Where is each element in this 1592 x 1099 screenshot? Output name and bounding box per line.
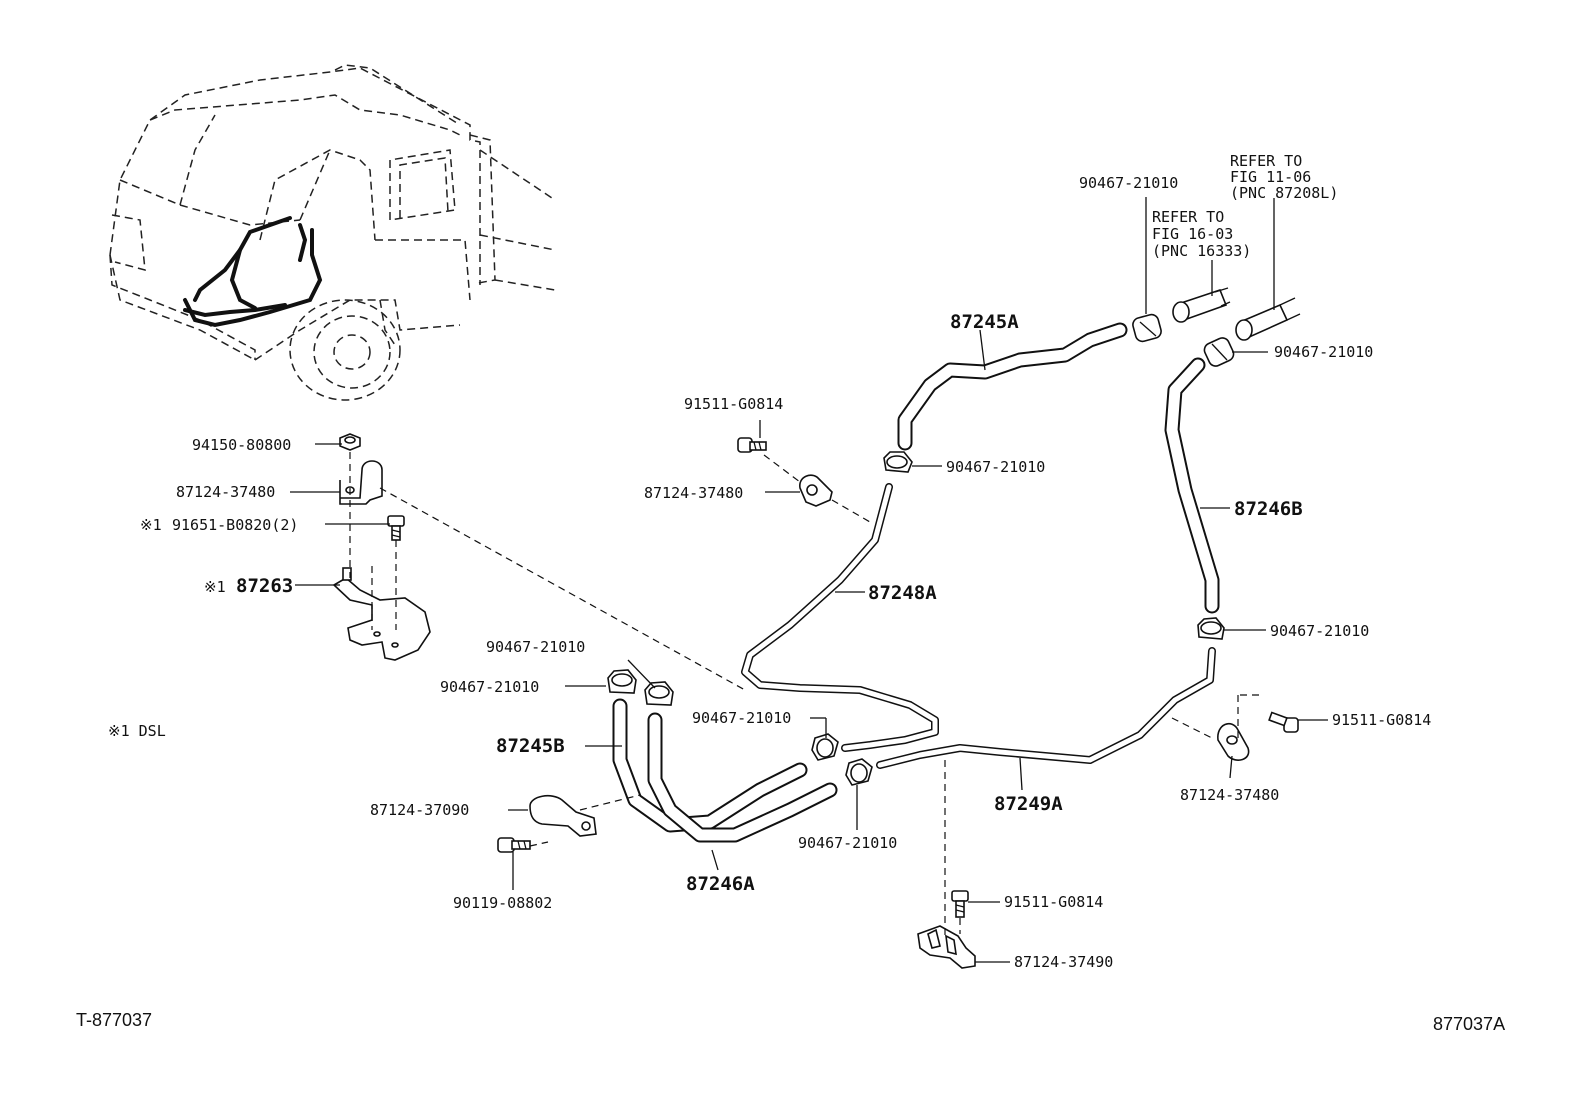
clamp-left-upper [607, 669, 637, 694]
label-clamp-mid-lower: 90467-21010 [798, 834, 897, 852]
clip-bottom-icon [917, 925, 976, 969]
clip-center-icon [799, 474, 833, 507]
label-bolt-bottom: 91511-G0814 [1004, 893, 1103, 911]
label-hose-87246b: 87246B [1234, 498, 1303, 520]
label-clamp-center: 90467-21010 [946, 458, 1045, 476]
clamp-mid-upper [811, 733, 839, 761]
label-clip-bottom-left: 87124-37090 [370, 801, 469, 819]
label-clamp-top: 90467-21010 [1079, 174, 1178, 192]
refer-fig11-line3: (PNC 87208L) [1230, 184, 1338, 202]
label-bolt-left: 91651-B0820(2) [172, 516, 298, 534]
clamp-top [1132, 313, 1162, 343]
label-hose-87245a: 87245A [950, 311, 1019, 333]
label-clamp-left-upper: 90467-21010 [440, 678, 539, 696]
clamp-mid-lower [845, 758, 873, 786]
refer-fig16-line3: (PNC 16333) [1152, 242, 1251, 260]
refer-note-fig-16: REFER TO FIG 16-03 (PNC 16333) [1152, 208, 1251, 260]
bolt-bottom-icon [951, 890, 969, 918]
refer-fig11-line1: REFER TO [1230, 152, 1302, 170]
label-hose-87248a: 87248A [868, 582, 937, 604]
label-clamp-left-lower: 90467-21010 [486, 638, 585, 656]
dashed-guides [349, 452, 1260, 940]
truck-illustration [109, 64, 556, 401]
label-hose-87245b: 87245B [496, 735, 565, 757]
label-clamp-top-right: 90467-21010 [1274, 343, 1373, 361]
clip-bottom-left-icon [529, 794, 597, 837]
clamp-top-right [1203, 337, 1235, 367]
clamp-center [883, 451, 913, 473]
clip-left-icon [339, 460, 383, 505]
leader-lines [290, 197, 1328, 963]
refer-fig16-line1: REFER TO [1152, 208, 1224, 226]
label-clamp-right-mid: 90467-21010 [1270, 622, 1369, 640]
label-bracket: 87263 [236, 575, 293, 597]
label-clip-left: 87124-37480 [176, 483, 275, 501]
label-clip-bottom: 87124-37490 [1014, 953, 1113, 971]
bolt-right-icon [1268, 711, 1299, 733]
label-clip-right: 87124-37480 [1180, 786, 1279, 804]
bracket-87263-icon [332, 567, 431, 661]
clip-right-icon [1217, 722, 1250, 761]
label-hose-87249a: 87249A [994, 793, 1063, 815]
label-clip-center: 87124-37480 [644, 484, 743, 502]
refer-note-fig-11: REFER TO FIG 11-06 (PNC 87208L) [1230, 152, 1338, 202]
label-bolt-bottom-left: 90119-08802 [453, 894, 552, 912]
pipe-end-16333 [1172, 287, 1231, 323]
label-bracket-prefix: ※1 [204, 578, 226, 596]
note-dsl: ※1 DSL [108, 722, 166, 740]
label-clamp-mid-upper: 90467-21010 [692, 709, 791, 727]
pipe-end-87208l [1235, 297, 1301, 341]
bolt-left-icon [387, 515, 405, 541]
clamp-right-mid [1197, 617, 1225, 640]
label-hose-87246a: 87246A [686, 873, 755, 895]
clamp-left-lower [644, 681, 674, 706]
nut-left-icon [339, 433, 361, 451]
label-nut-left: 94150-80800 [192, 436, 291, 454]
footer-right-code: 877037A [1433, 1014, 1505, 1034]
refer-fig11-line2: FIG 11-06 [1230, 168, 1311, 186]
refer-fig16-line2: FIG 16-03 [1152, 225, 1233, 243]
bolt-bottom-left-icon [497, 837, 531, 853]
label-bolt-right: 91511-G0814 [1332, 711, 1431, 729]
bolt-center-icon [737, 437, 767, 453]
footer-left-code: T-877037 [76, 1010, 152, 1030]
label-bolt-center: 91511-G0814 [684, 395, 783, 413]
label-bolt-left-prefix: ※1 [140, 516, 162, 534]
